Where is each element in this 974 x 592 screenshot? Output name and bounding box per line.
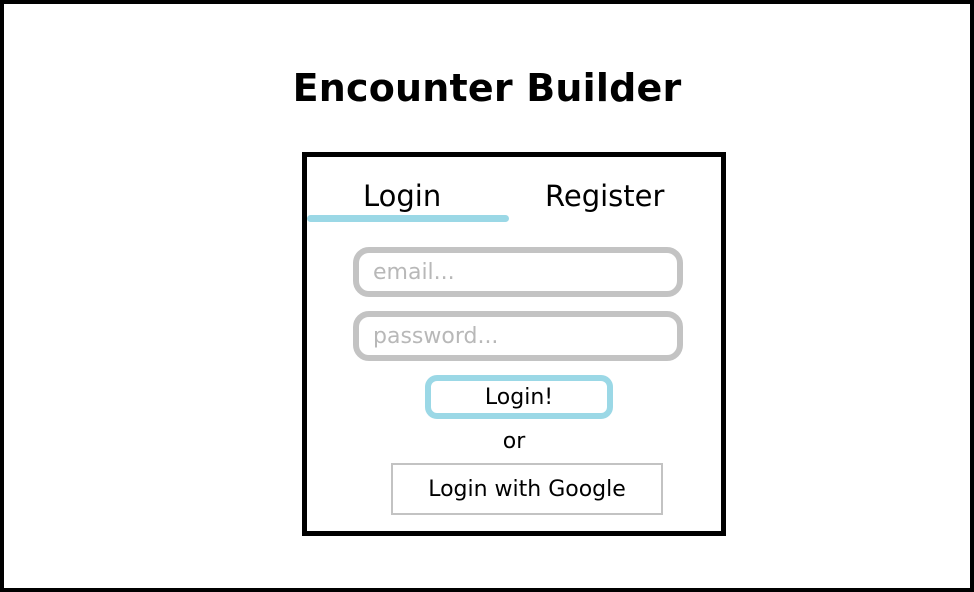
login-button[interactable]: Login! bbox=[425, 375, 613, 419]
or-separator: or bbox=[502, 429, 526, 454]
login-with-google-button[interactable]: Login with Google bbox=[391, 463, 663, 515]
active-tab-indicator bbox=[307, 215, 509, 222]
auth-card: Login Register Login! or Login with Goog… bbox=[302, 152, 726, 536]
email-input[interactable] bbox=[353, 247, 683, 297]
tab-login[interactable]: Login bbox=[363, 179, 442, 213]
page-title: Encounter Builder bbox=[292, 66, 682, 110]
tab-register[interactable]: Register bbox=[545, 179, 665, 213]
password-input[interactable] bbox=[353, 311, 683, 361]
